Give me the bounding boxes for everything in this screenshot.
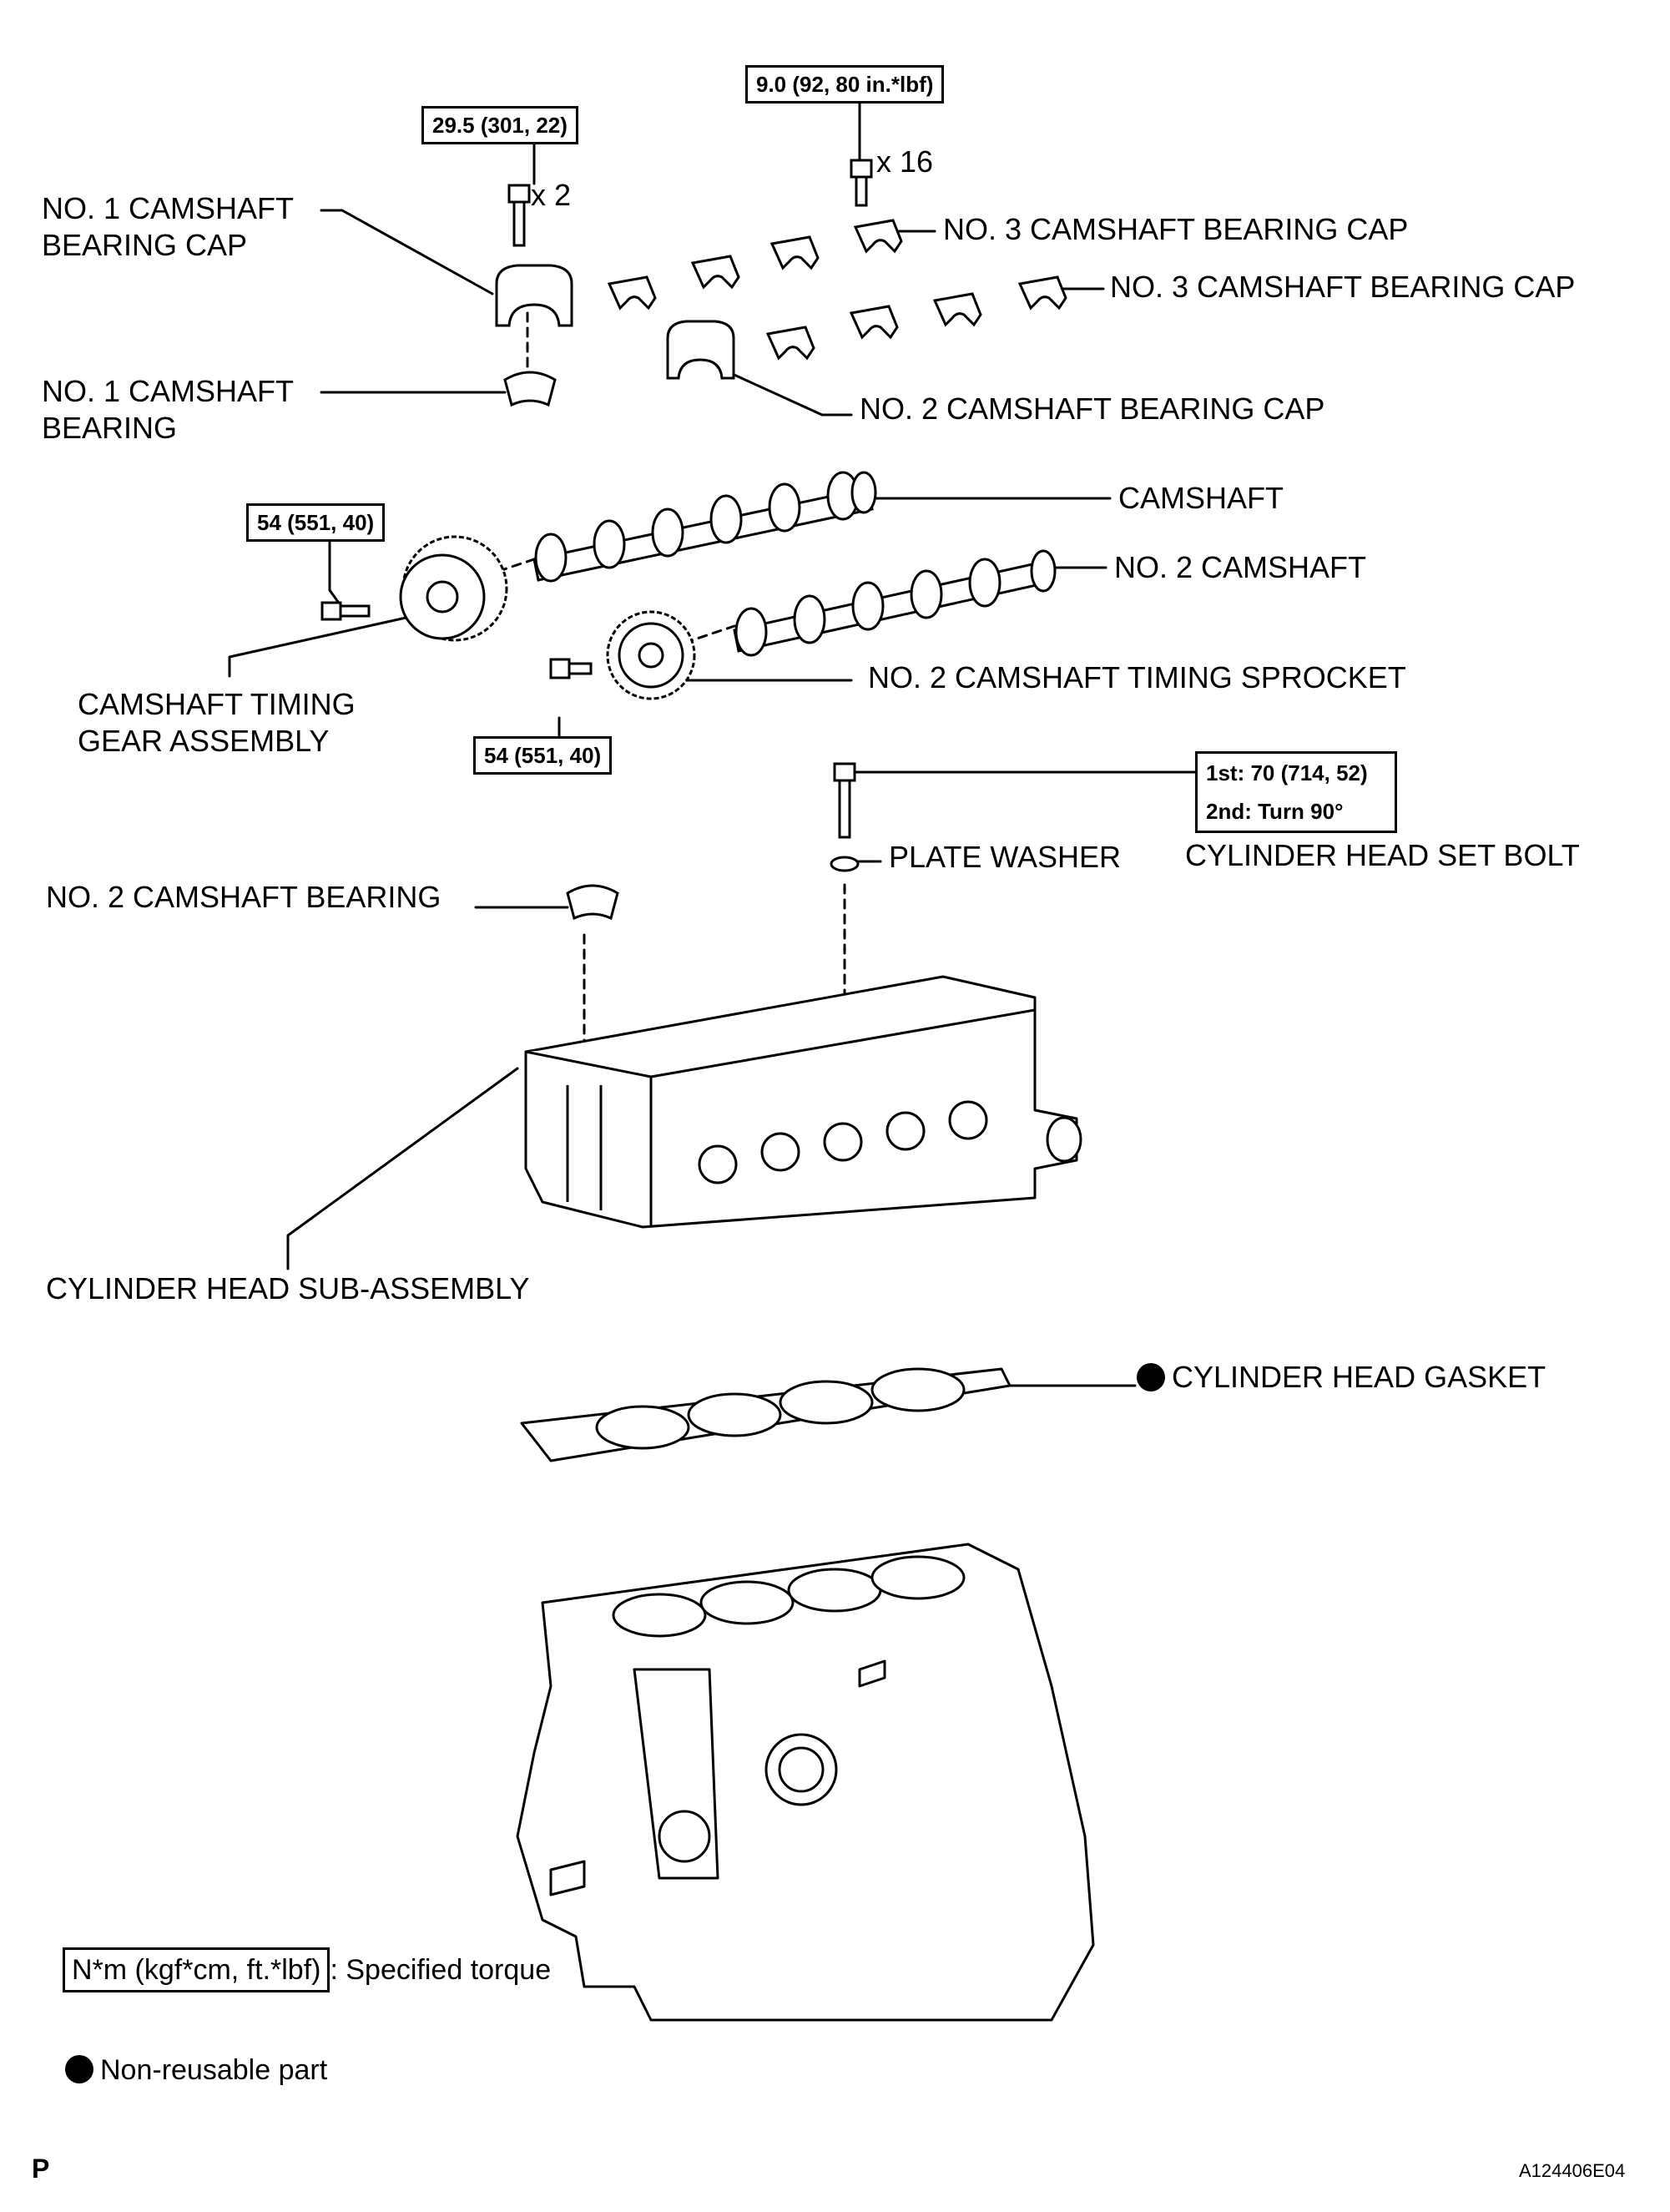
label-cylinder-head-gasket: CYLINDER HEAD GASKET xyxy=(1137,1359,1546,1396)
leader-head-sub xyxy=(286,1067,519,1270)
torque-spec-cap1: 29.5 (301, 22) xyxy=(421,106,578,144)
label-plate-washer: PLATE WASHER xyxy=(889,840,1122,874)
label-no2-camshaft-timing-sprocket: NO. 2 CAMSHAFT TIMING SPROCKET xyxy=(868,660,1406,694)
legend-nonreusable: Non-reusable part xyxy=(65,2049,327,2091)
cylinder-head-icon xyxy=(524,975,1082,1229)
label-no1-camshaft-bearing: NO. 1 CAMSHAFT BEARING xyxy=(42,374,295,445)
cylinder-block-icon xyxy=(516,1543,1095,2022)
timing-sprocket-icon xyxy=(606,610,696,700)
label-no2-camshaft: NO. 2 CAMSHAFT xyxy=(1114,550,1367,584)
legend-torque: N*m (kgf*cm, ft.*lbf): Specified torque xyxy=(63,1947,551,1992)
footer-figure-id: A124406E04 xyxy=(1519,2160,1626,2181)
footer-page-marker: P xyxy=(32,2154,50,2184)
legend-nonreusable-desc: Non-reusable part xyxy=(100,2054,328,2086)
legend-torque-desc: : Specified torque xyxy=(330,1954,552,1986)
leader-timing-gear xyxy=(228,614,419,678)
torque-spec-timing-gear: 54 (551, 40) xyxy=(246,503,386,542)
label-cylinder-head-set-bolt: CYLINDER HEAD SET BOLT xyxy=(1185,838,1580,872)
label-no3-camshaft-bearing-cap-a: NO. 3 CAMSHAFT BEARING CAP xyxy=(943,212,1409,246)
non-reusable-icon xyxy=(1137,1363,1165,1391)
label-cylinder-head-sub-assembly: CYLINDER HEAD SUB-ASSEMBLY xyxy=(46,1271,530,1305)
torque-spec-set-bolt: 1st: 70 (714, 52) 2nd: Turn 90° xyxy=(1195,751,1397,833)
label-no3-camshaft-bearing-cap-b: NO. 3 CAMSHAFT BEARING CAP xyxy=(1110,270,1576,304)
quantity-cap3: x 16 xyxy=(876,144,934,179)
label-no1-camshaft-bearing-cap: NO. 1 CAMSHAFT BEARING CAP xyxy=(42,191,295,262)
torque-spec-set-bolt-1st: 1st: 70 (714, 52) xyxy=(1206,760,1368,785)
label-no2-camshaft-bearing-cap: NO. 2 CAMSHAFT BEARING CAP xyxy=(860,391,1325,426)
leader-no2-cap xyxy=(716,366,853,417)
non-reusable-icon xyxy=(65,2055,93,2083)
plate-washer-icon xyxy=(830,856,860,872)
torque-spec-timing-sprocket: 54 (551, 40) xyxy=(473,736,613,775)
camshaft-icon xyxy=(532,471,1057,657)
leader-no1-cap xyxy=(320,209,494,295)
bolt-icon xyxy=(320,159,873,839)
label-camshaft-timing-gear-assembly: CAMSHAFT TIMING GEAR ASSEMBLY xyxy=(78,687,356,758)
timing-gear-icon xyxy=(399,535,508,642)
cylinder-head-gasket-icon xyxy=(520,1367,1012,1462)
torque-spec-cap3: 9.0 (92, 80 in.*lbf) xyxy=(745,65,945,104)
quantity-cap1: x 2 xyxy=(531,178,572,212)
legend-torque-unit: N*m (kgf*cm, ft.*lbf) xyxy=(63,1947,330,1992)
label-no2-camshaft-bearing: NO. 2 CAMSHAFT BEARING xyxy=(46,880,441,914)
label-camshaft: CAMSHAFT xyxy=(1118,481,1284,515)
torque-spec-set-bolt-2nd: 2nd: Turn 90° xyxy=(1206,799,1344,824)
bearing-cap-icon xyxy=(495,219,1067,921)
